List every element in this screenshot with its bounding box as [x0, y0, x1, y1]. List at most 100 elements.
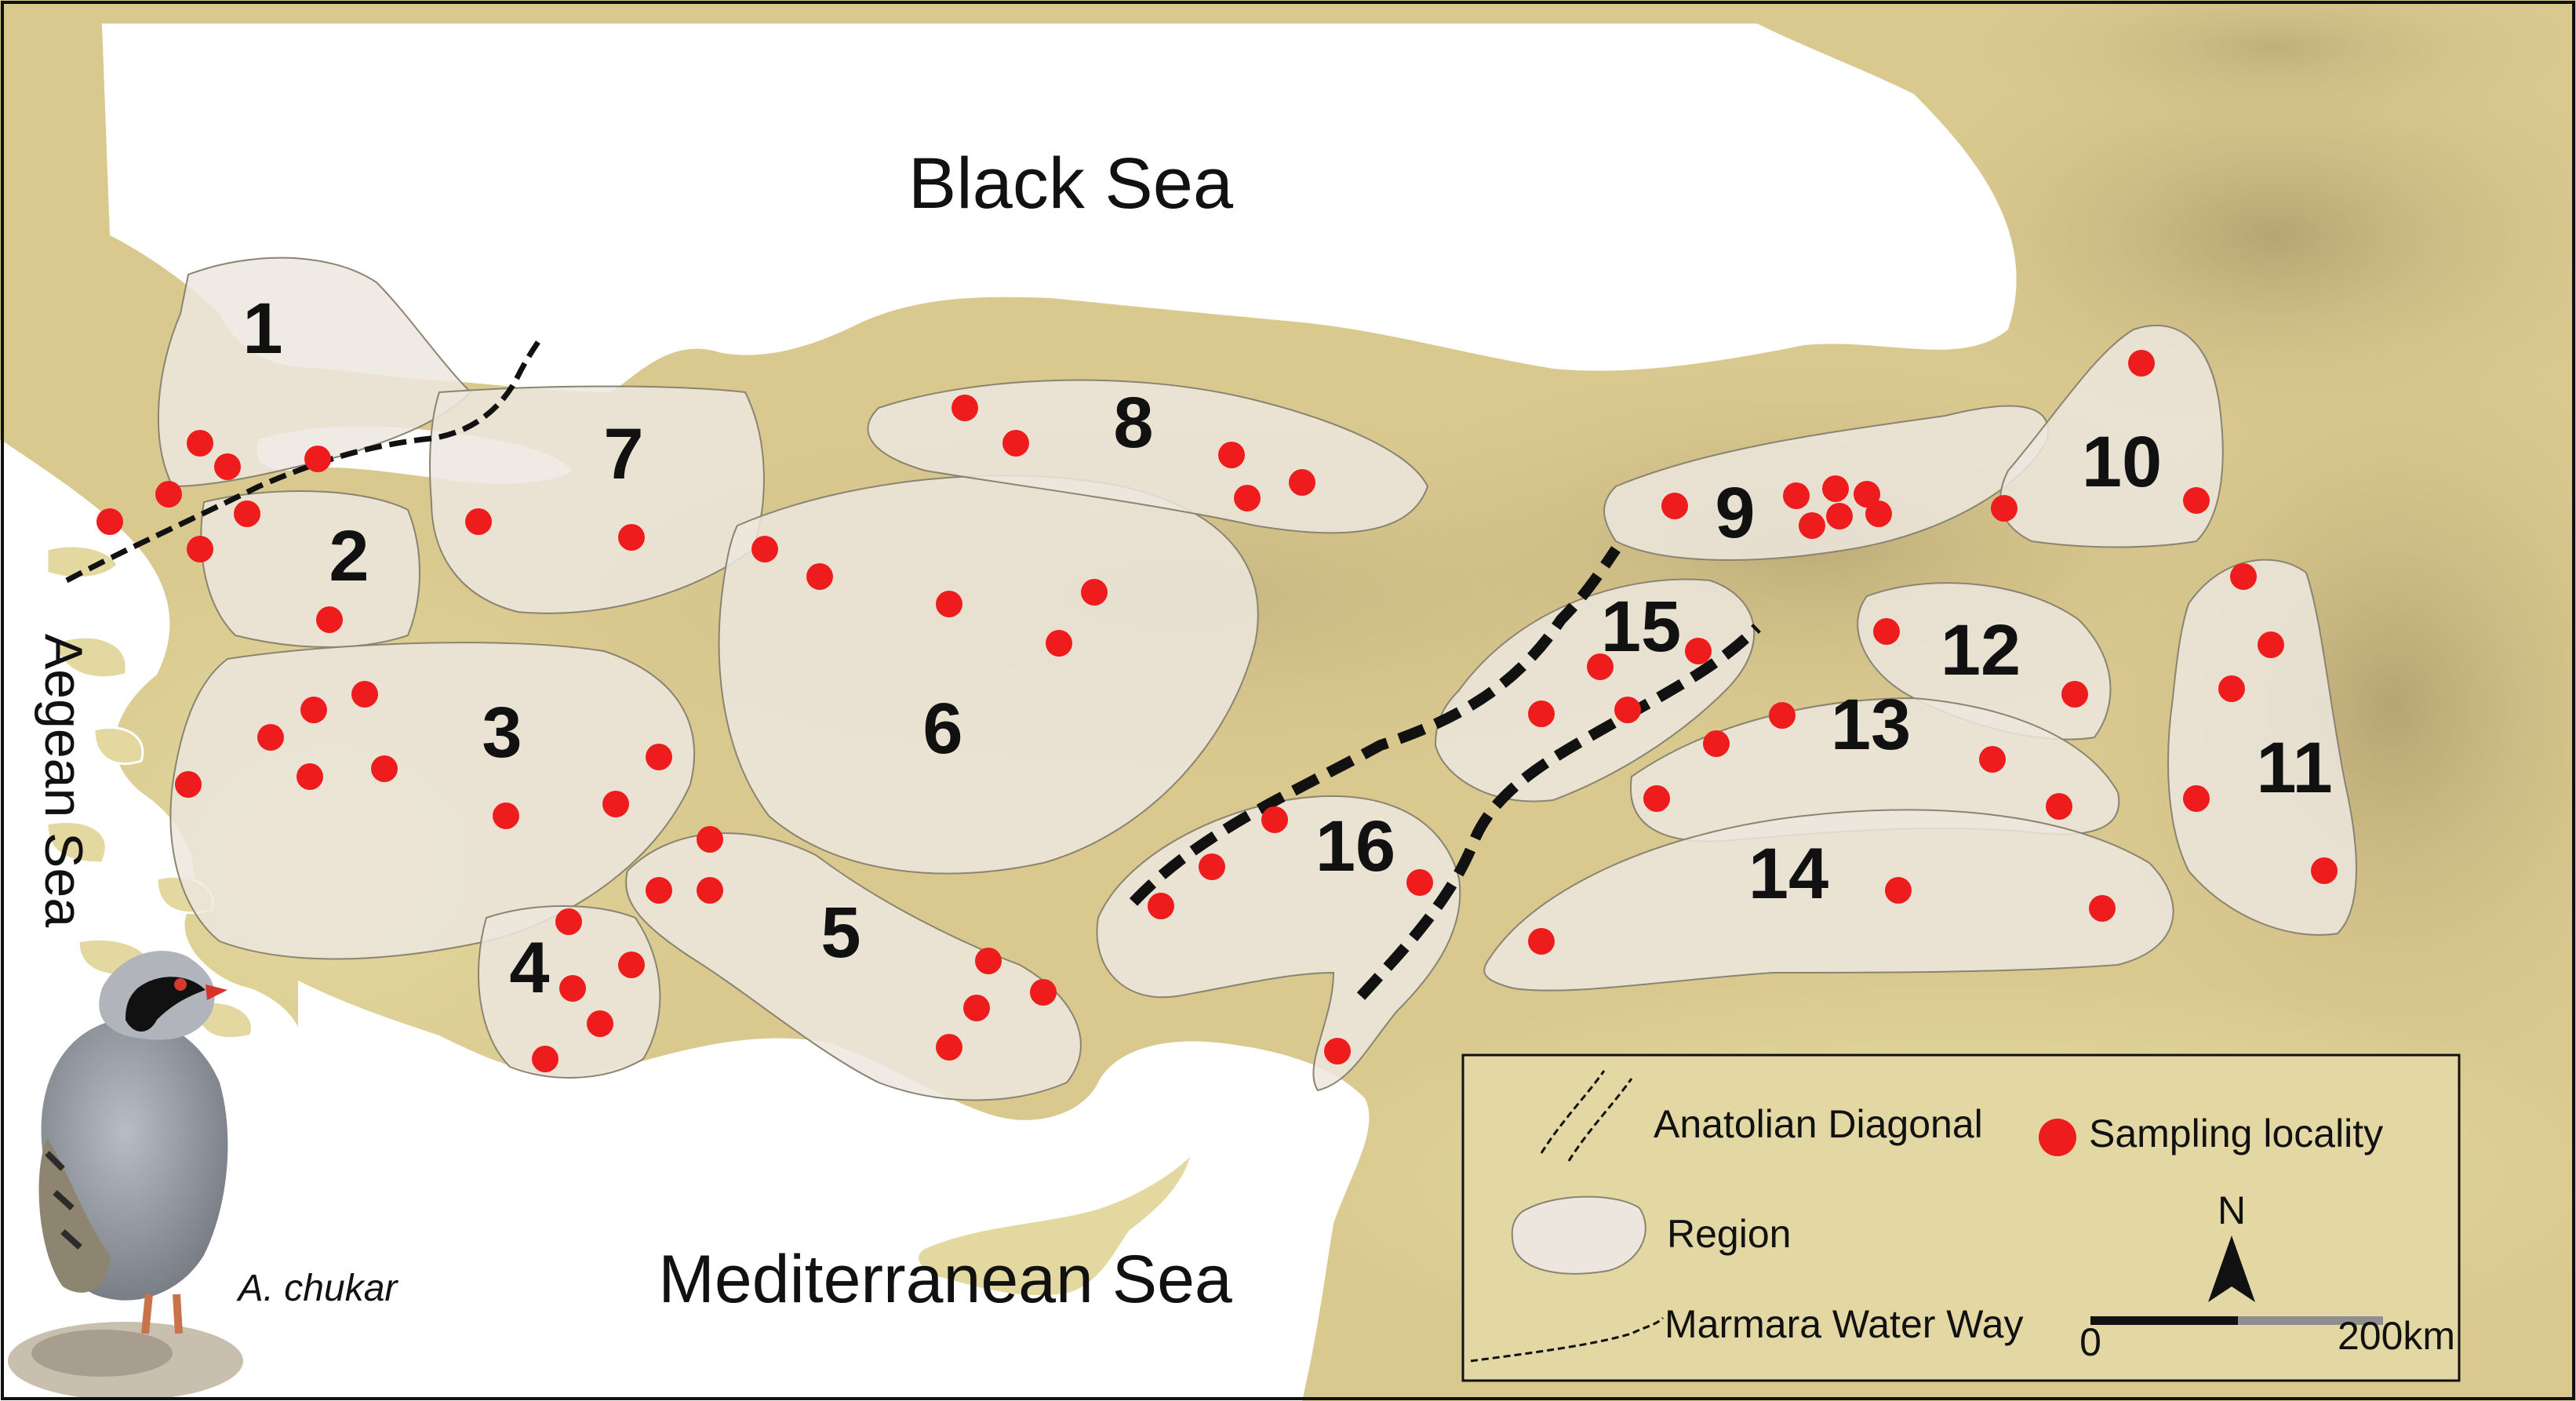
sampling-point — [1826, 503, 1853, 529]
sampling-localities — [96, 350, 2338, 1072]
sampling-point — [1289, 469, 1315, 496]
sampling-point — [751, 536, 778, 562]
aegean-sea-label: Aegean Sea — [34, 634, 93, 928]
region-polygons — [157, 257, 2357, 1101]
sampling-point — [1587, 653, 1614, 680]
region-16 — [1096, 795, 1461, 1092]
sampling-point — [559, 975, 586, 1002]
region-label-11: 11 — [2256, 728, 2332, 808]
aegean-sea-shape — [0, 439, 304, 1067]
anatolian-diagonal-lines — [1129, 546, 1761, 1000]
region-label-13: 13 — [1831, 685, 1911, 765]
sampling-point — [963, 995, 990, 1021]
legend-anatolian-diagonal-icon — [1540, 1070, 1633, 1162]
region-5 — [625, 832, 1082, 1101]
region-label-7: 7 — [603, 414, 643, 494]
legend-sampling-locality-label: Sampling locality — [2089, 1112, 2383, 1155]
region-label-4: 4 — [509, 928, 549, 1008]
sampling-point — [618, 952, 645, 978]
sampling-point — [1991, 495, 2018, 522]
sampling-point — [975, 948, 1002, 974]
sampling-point — [2218, 675, 2245, 702]
region-7 — [429, 385, 765, 614]
sampling-point — [936, 591, 962, 617]
sampling-point — [96, 508, 123, 535]
region-label-8: 8 — [1113, 383, 1153, 463]
region-labels: 1 2 3 4 5 6 7 8 9 10 11 12 13 14 15 16 — [242, 289, 2332, 1008]
legend-anatolian-diagonal-label: Anatolian Diagonal — [1654, 1102, 1983, 1146]
scale-start-label: 0 — [2079, 1320, 2101, 1364]
sampling-point — [2089, 895, 2116, 922]
sampling-point — [1979, 746, 2006, 773]
region-label-2: 2 — [329, 516, 369, 596]
sampling-point — [1528, 928, 1555, 955]
sampling-point — [697, 877, 723, 904]
sampling-point — [806, 563, 833, 590]
sampling-point — [297, 763, 323, 790]
sampling-point — [1643, 785, 1670, 812]
sampling-point — [1769, 702, 1796, 729]
sampling-point — [2183, 487, 2210, 514]
sampling-point — [2061, 681, 2088, 708]
sampling-point — [316, 606, 343, 633]
sampling-point — [1199, 853, 1225, 880]
sampling-point — [1324, 1038, 1351, 1064]
sampling-point — [1873, 618, 1900, 645]
sampling-point — [371, 755, 398, 782]
sampling-point — [1528, 700, 1555, 727]
region-label-10: 10 — [2082, 422, 2162, 502]
scale-end-label: 200km — [2338, 1314, 2455, 1358]
sampling-point — [1885, 877, 1912, 904]
region-1 — [157, 257, 472, 488]
scale-bar-dark — [2090, 1316, 2238, 1325]
north-arrow-icon — [2208, 1235, 2255, 1302]
sampling-point — [2258, 631, 2284, 658]
sampling-point — [1081, 579, 1108, 606]
anatolian-diagonal-east — [1356, 624, 1761, 1000]
black-sea-shape — [102, 24, 2017, 392]
mediterranean-sea-shape — [298, 981, 1370, 1401]
sampling-point — [214, 453, 241, 480]
sampling-point — [2183, 785, 2210, 812]
sampling-point — [1218, 442, 1245, 468]
sampling-point — [587, 1010, 613, 1037]
sampling-point — [234, 500, 260, 527]
sampling-point — [936, 1034, 962, 1061]
sampling-point — [2230, 563, 2257, 590]
sampling-point — [187, 430, 213, 457]
sampling-point — [1865, 500, 1892, 527]
anatolian-diagonal-west — [1129, 546, 1621, 906]
scale-bar-light — [2238, 1316, 2383, 1325]
sampling-point — [1030, 979, 1057, 1006]
species-caption: A. chukar — [236, 1268, 399, 1309]
sampling-point — [351, 681, 378, 708]
sampling-point — [646, 877, 672, 904]
region-15 — [1434, 578, 1756, 802]
mediterranean-sea-label: Mediterranean Sea — [658, 1242, 1232, 1317]
region-label-5: 5 — [820, 893, 860, 973]
legend-region-icon — [1511, 1195, 1646, 1275]
region-label-9: 9 — [1715, 473, 1755, 553]
marmara-water-way-line — [65, 336, 544, 584]
sampling-point — [1261, 806, 1288, 833]
sampling-point — [1822, 475, 1849, 502]
legend-region-label: Region — [1667, 1212, 1791, 1256]
sampling-point — [493, 802, 519, 829]
sampling-point — [618, 524, 645, 551]
region-10 — [1999, 325, 2224, 548]
sampling-point — [1148, 893, 1174, 919]
region-label-14: 14 — [1748, 834, 1828, 914]
region-2 — [200, 490, 420, 648]
sampling-point — [1799, 512, 1825, 539]
sampling-point — [257, 724, 284, 751]
sampling-point — [155, 481, 182, 508]
sampling-point — [2128, 350, 2155, 377]
sampling-point — [1614, 697, 1641, 723]
sampling-point — [1783, 482, 1810, 509]
region-label-12: 12 — [1941, 610, 2021, 690]
sampling-point — [532, 1046, 558, 1072]
sampling-point — [1685, 638, 1712, 664]
sampling-point — [1661, 493, 1688, 519]
